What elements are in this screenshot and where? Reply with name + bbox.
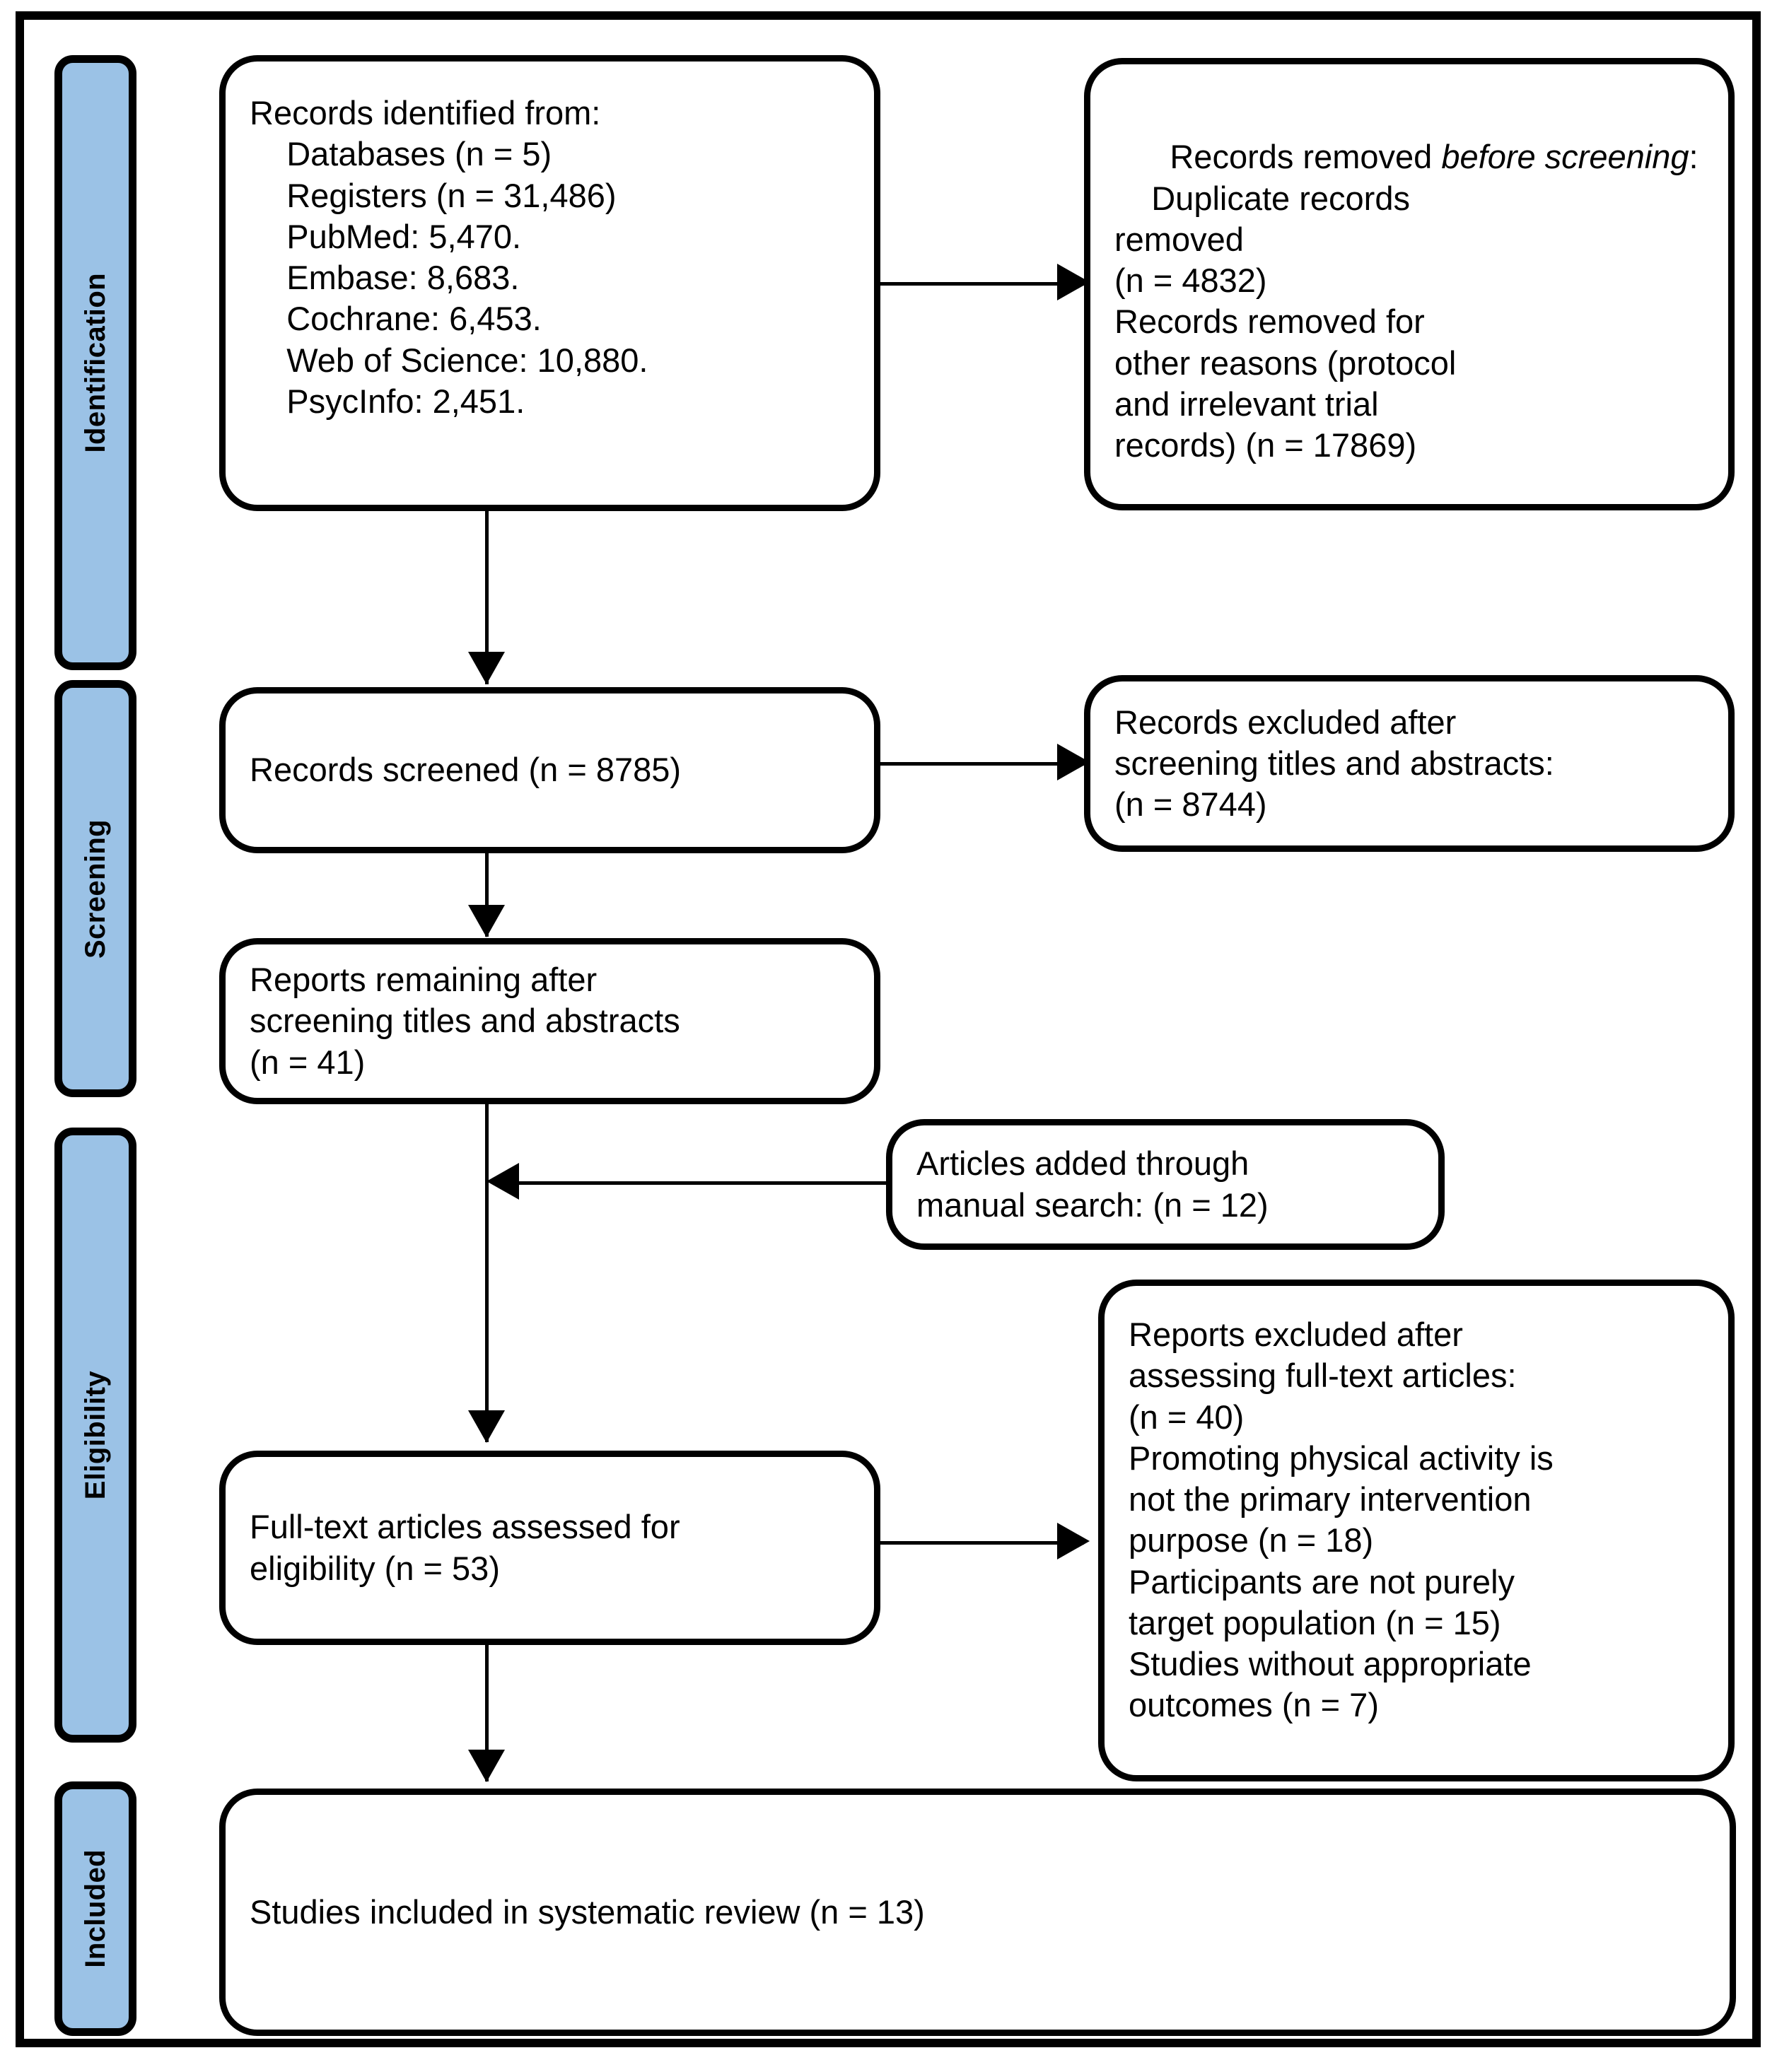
- records-removed-lead: Records removed: [1170, 138, 1442, 176]
- connector-fulltext-to-included: [485, 1644, 489, 1781]
- arrowhead-identified-to-screened: [468, 652, 505, 684]
- arrowhead-screened-to-reports-remaining: [468, 905, 505, 937]
- node-records-removed-text: Records removed before screening: Duplic…: [1114, 95, 1699, 508]
- arrowhead-manual-search-to-flow: [487, 1163, 519, 1200]
- node-fulltext-assessed-text: Full-text articles assessed for eligibil…: [250, 1508, 680, 1587]
- arrowhead-reports-remaining-to-fulltext: [468, 1410, 505, 1443]
- stage-bar-included: Included: [54, 1781, 136, 2036]
- node-studies-included[interactable]: Studies included in systematic review (n…: [219, 1789, 1736, 2036]
- node-articles-added-text: Articles added through manual search: (n…: [916, 1145, 1269, 1224]
- node-reports-excluded-fulltext[interactable]: Reports excluded after assessing full-te…: [1098, 1280, 1735, 1781]
- arrowhead-fulltext-to-excluded: [1057, 1523, 1090, 1559]
- node-studies-included-text: Studies included in systematic review (n…: [250, 1892, 925, 1931]
- stage-bar-eligibility: Eligibility: [54, 1128, 136, 1743]
- node-fulltext-assessed[interactable]: Full-text articles assessed for eligibil…: [219, 1451, 880, 1645]
- connector-identified-to-removed: [879, 282, 1084, 286]
- node-records-screened[interactable]: Records screened (n = 8785): [219, 687, 880, 853]
- node-records-identified-text: Records identified from: Databases (n = …: [250, 94, 648, 420]
- connector-screened-to-reports-remaining: [485, 852, 489, 937]
- stage-label-eligibility: Eligibility: [80, 1370, 111, 1500]
- records-removed-body: Duplicate records removed (n = 4832) Rec…: [1114, 179, 1457, 464]
- node-records-removed-before-screening[interactable]: Records removed before screening: Duplic…: [1084, 58, 1735, 510]
- node-articles-added-manual-search[interactable]: Articles added through manual search: (n…: [886, 1119, 1445, 1250]
- connector-identified-to-screened: [485, 508, 489, 684]
- node-records-excluded-text: Records excluded after screening titles …: [1114, 703, 1554, 824]
- arrowhead-fulltext-to-included: [468, 1750, 505, 1782]
- connector-fulltext-to-excluded: [879, 1541, 1084, 1545]
- node-records-identified[interactable]: Records identified from: Databases (n = …: [219, 55, 880, 511]
- node-reports-excluded-text: Reports excluded after assessing full-te…: [1129, 1316, 1554, 1724]
- records-removed-emphasis: before screening: [1441, 138, 1689, 176]
- stage-bar-identification: Identification: [54, 55, 136, 670]
- node-reports-remaining-text: Reports remaining after screening titles…: [250, 961, 680, 1081]
- stage-label-included: Included: [80, 1849, 111, 1968]
- stage-label-screening: Screening: [80, 819, 111, 959]
- connector-manual-search-to-flow: [509, 1181, 891, 1185]
- connector-reports-remaining-to-fulltext: [485, 1103, 489, 1442]
- stage-bar-screening: Screening: [54, 680, 136, 1097]
- connector-screened-to-excluded: [879, 762, 1084, 766]
- records-removed-colon: :: [1689, 138, 1699, 176]
- node-records-excluded[interactable]: Records excluded after screening titles …: [1084, 675, 1735, 852]
- stage-label-identification: Identification: [80, 272, 111, 453]
- node-reports-remaining[interactable]: Reports remaining after screening titles…: [219, 938, 880, 1104]
- node-records-screened-text: Records screened (n = 8785): [250, 751, 682, 789]
